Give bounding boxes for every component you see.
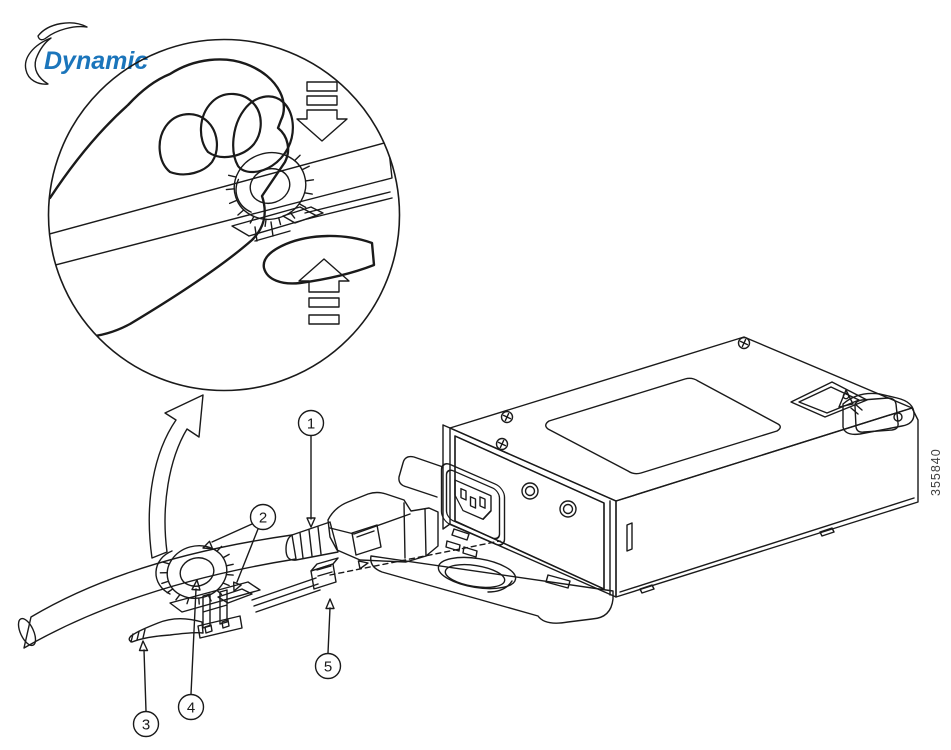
screw-icon [495,437,509,451]
inset-retainer-clip [225,152,315,228]
power-cable [23,534,297,649]
magnified-inset [47,38,401,392]
inlet-mount-slots [445,540,478,558]
psu-front-face [449,427,617,598]
power-cord-assembly [17,491,439,649]
inset-cradle-plate [231,206,318,237]
svg-text:5: 5 [324,659,332,676]
clip-cradle-plate [169,581,261,613]
svg-text:4: 4 [187,700,195,717]
inset-circle [47,38,401,392]
svg-text:3: 3 [142,717,150,734]
press-down-arrow-icon [296,81,348,142]
psu-right-face [615,407,919,598]
callouts: 1 2 3 4 5 [132,409,342,738]
strain-relief-boot [285,521,339,561]
cable-end-cap [17,617,37,647]
logo-red-swoosh-icon [37,22,88,41]
logo-text: Dynamic [44,47,148,75]
inlet-bail-clip [398,455,444,498]
figure-part-number: 355840 [929,448,943,496]
tie-head [310,557,339,590]
callout-3: 3 [132,640,160,738]
brand-logo: Dynamic [24,22,148,85]
retainer-rail [251,577,321,613]
insertion-path-dashed-arrow-icon [329,540,501,576]
hand-finger-1 [158,113,218,176]
callout-4: 4 [177,579,205,721]
inset-rail [304,191,393,220]
hand-thumb [262,234,376,285]
screw-icon [500,410,514,424]
callout-1: 1 [297,409,325,528]
magnified-view-arrow-icon [148,394,204,559]
svg-text:1: 1 [307,416,315,433]
psu-latch [790,381,915,436]
clip-back-arc [155,550,173,595]
edge-tabs [639,527,835,594]
screw-icon [737,336,751,350]
hand-finger-2 [199,92,262,159]
clip-cradle-foot [197,615,243,639]
power-supply-unit [370,336,919,624]
hand-index-finger [232,95,294,174]
svg-text:2: 2 [259,510,267,527]
psu-top-label [545,377,781,475]
tie-strap [128,618,204,643]
callout-5: 5 [314,598,342,680]
callout-2: 2 [202,503,277,592]
side-slot [626,522,633,552]
inset-power-cable [48,141,393,271]
power-plug [327,491,439,563]
inset-release-tab [282,206,324,224]
retainer-clip [159,545,234,605]
press-up-arrow-icon [298,258,350,325]
power-inlet [440,463,506,546]
logo-blue-swoosh-icon [24,37,52,85]
